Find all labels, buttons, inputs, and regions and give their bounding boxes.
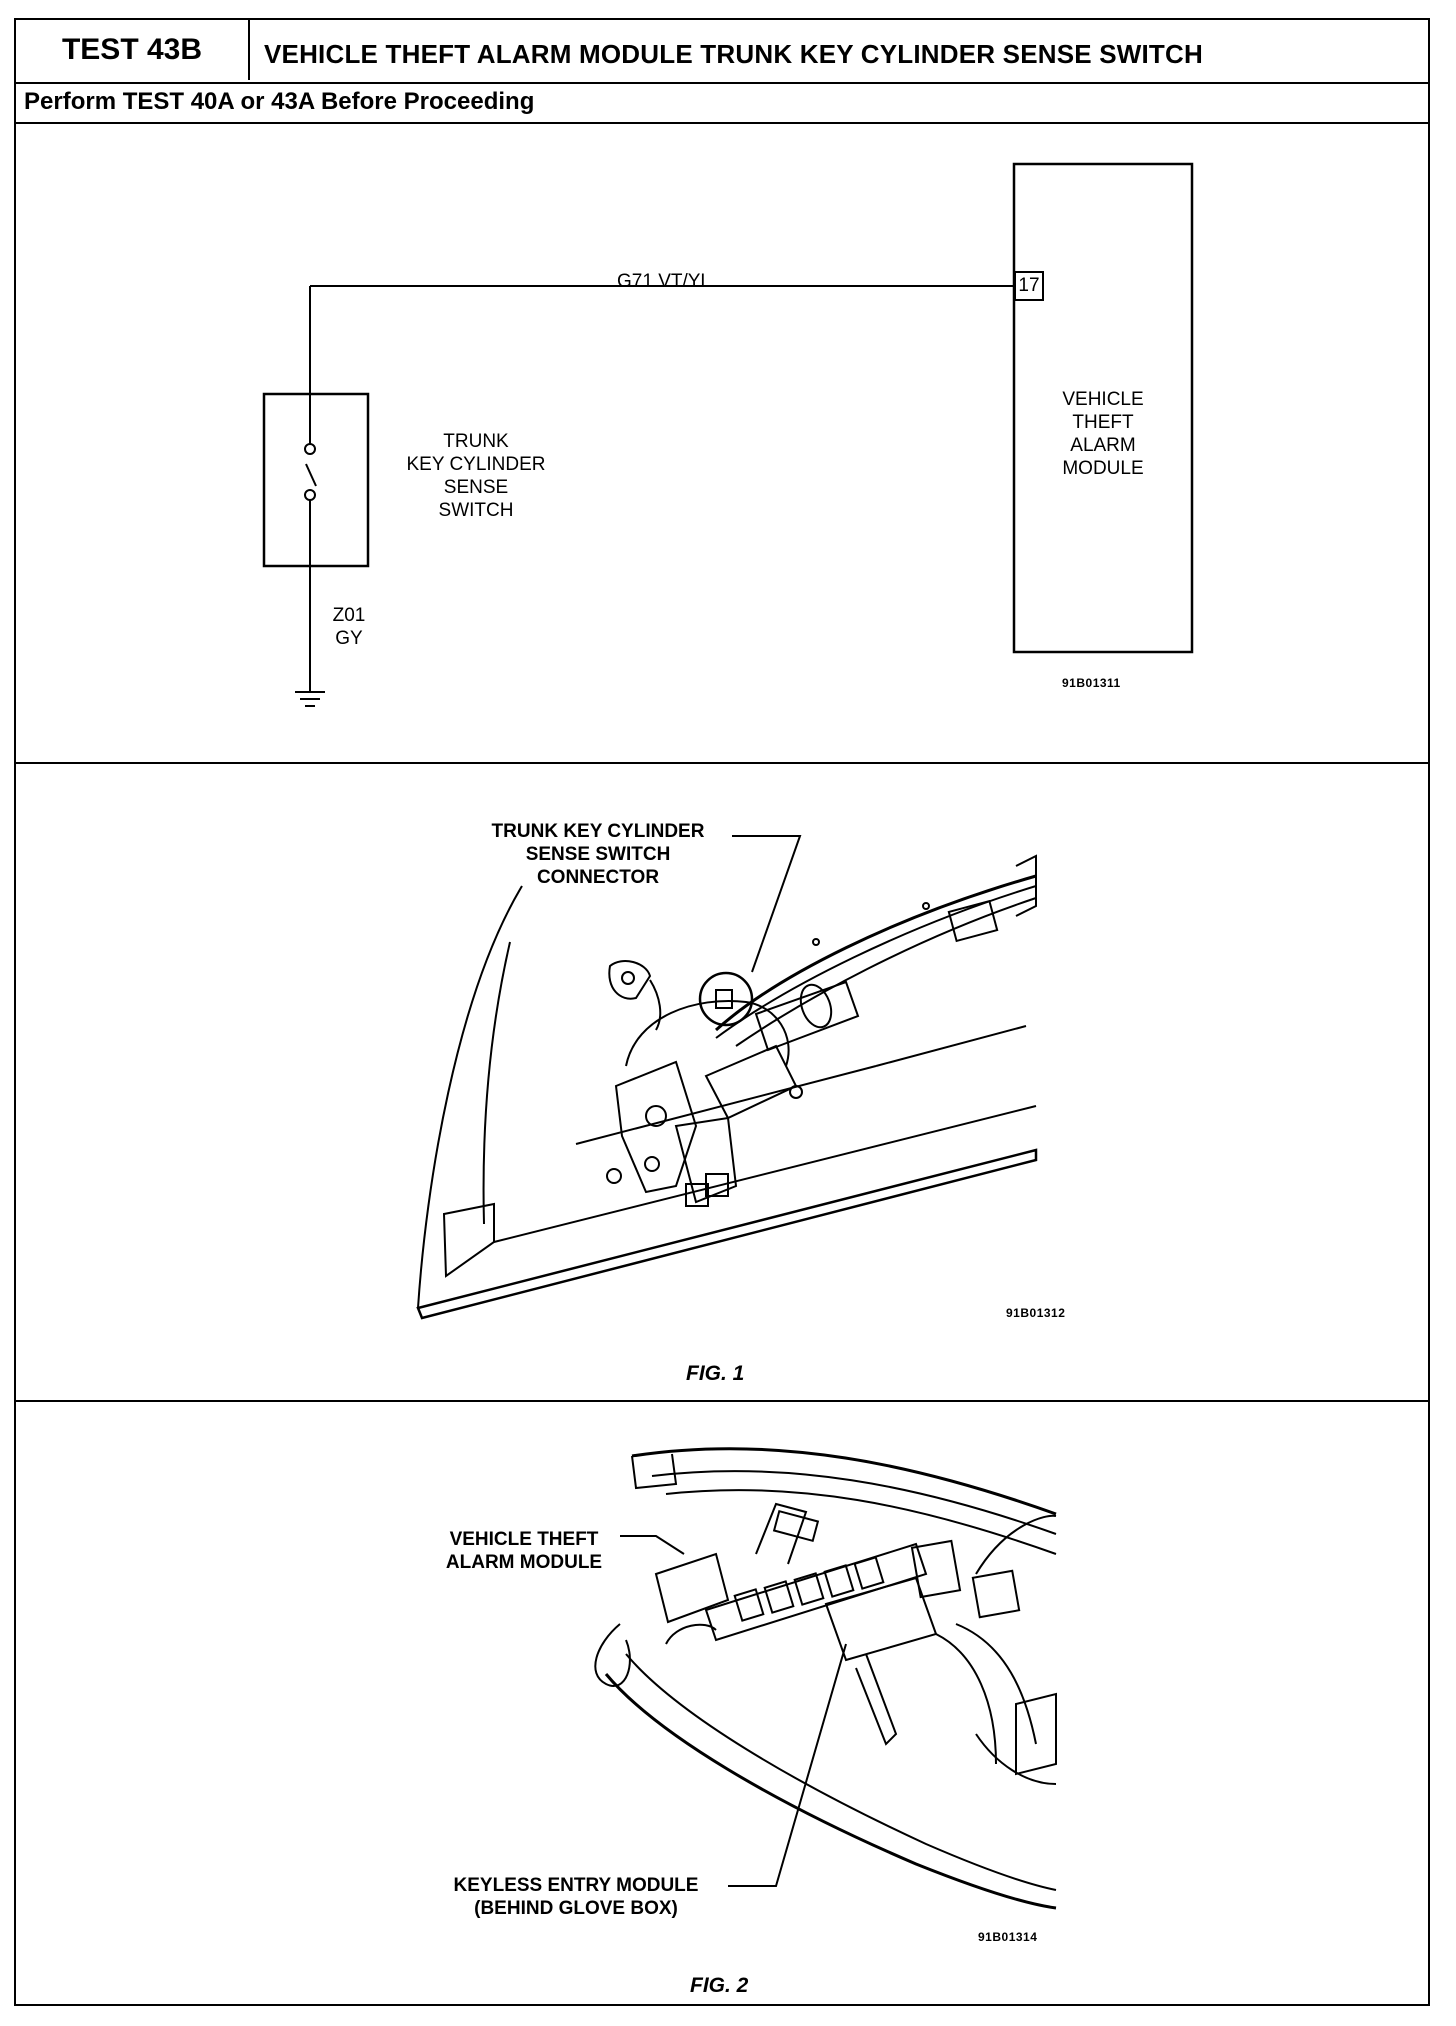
module-label: VEHICLE THEFT ALARM MODULE (1062, 389, 1144, 479)
switch-box (262, 392, 370, 568)
switch-contact-top (304, 443, 316, 455)
switch-blade (305, 463, 317, 487)
fig-2-panel: VEHICLE THEFT ALARM MODULE KEYLESS ENTRY… (16, 1404, 1428, 2006)
prerequisite-row: Perform TEST 40A or 43A Before Proceedin… (16, 82, 1428, 124)
test-page: TEST 43B VEHICLE THEFT ALARM MODULE TRUN… (14, 18, 1430, 2006)
switch-contact-bottom (304, 489, 316, 501)
ground-wire-label: Z01 GY (332, 605, 366, 649)
test-title: VEHICLE THEFT ALARM MODULE TRUNK KEY CYL… (264, 39, 1203, 69)
wiring-schematic: G71 VT/YL 17 VEHICLE THEFT ALARM MODULE … (16, 124, 1428, 764)
fig1-callout: TRUNK KEY CYLINDER SENSE SWITCH CONNECTO… (491, 821, 705, 888)
dashboard-illustration (594, 1447, 1057, 1910)
test-id: TEST 43B (16, 20, 250, 80)
connector-highlight-circle (698, 971, 754, 1027)
fig2-callout-bottom: KEYLESS ENTRY MODULE (BEHIND GLOVE BOX) (453, 1875, 699, 1919)
trunk-lid-illustration (416, 835, 1038, 1320)
schematic-drawing (262, 162, 1194, 707)
prerequisite-text: Perform TEST 40A or 43A Before Proceedin… (24, 88, 535, 115)
fig1-leader-line (732, 835, 802, 973)
alarm-module-box (1012, 162, 1194, 654)
fig1-caption: FIG. 1 (686, 1362, 745, 1385)
fig2-code: 91B01314 (978, 1930, 1038, 1944)
fig-1-panel: TRUNK KEY CYLINDER SENSE SWITCH CONNECTO… (16, 766, 1428, 1402)
fig1-code: 91B01312 (1006, 1306, 1066, 1320)
fig2-leader-bottom (728, 1643, 847, 1887)
test-header: TEST 43B VEHICLE THEFT ALARM MODULE TRUN… (16, 20, 1428, 84)
wire-label-g71: G71 VT/YL (617, 271, 711, 292)
fig2-leader-top (620, 1535, 685, 1555)
fig2-caption: FIG. 2 (690, 1974, 749, 1997)
figure-code: 91B01311 (1062, 676, 1121, 690)
pin-17: 17 (1014, 271, 1044, 301)
switch-label: TRUNK KEY CYLINDER SENSE SWITCH (406, 431, 546, 521)
fig2-callout-top: VEHICLE THEFT ALARM MODULE (445, 1529, 603, 1573)
